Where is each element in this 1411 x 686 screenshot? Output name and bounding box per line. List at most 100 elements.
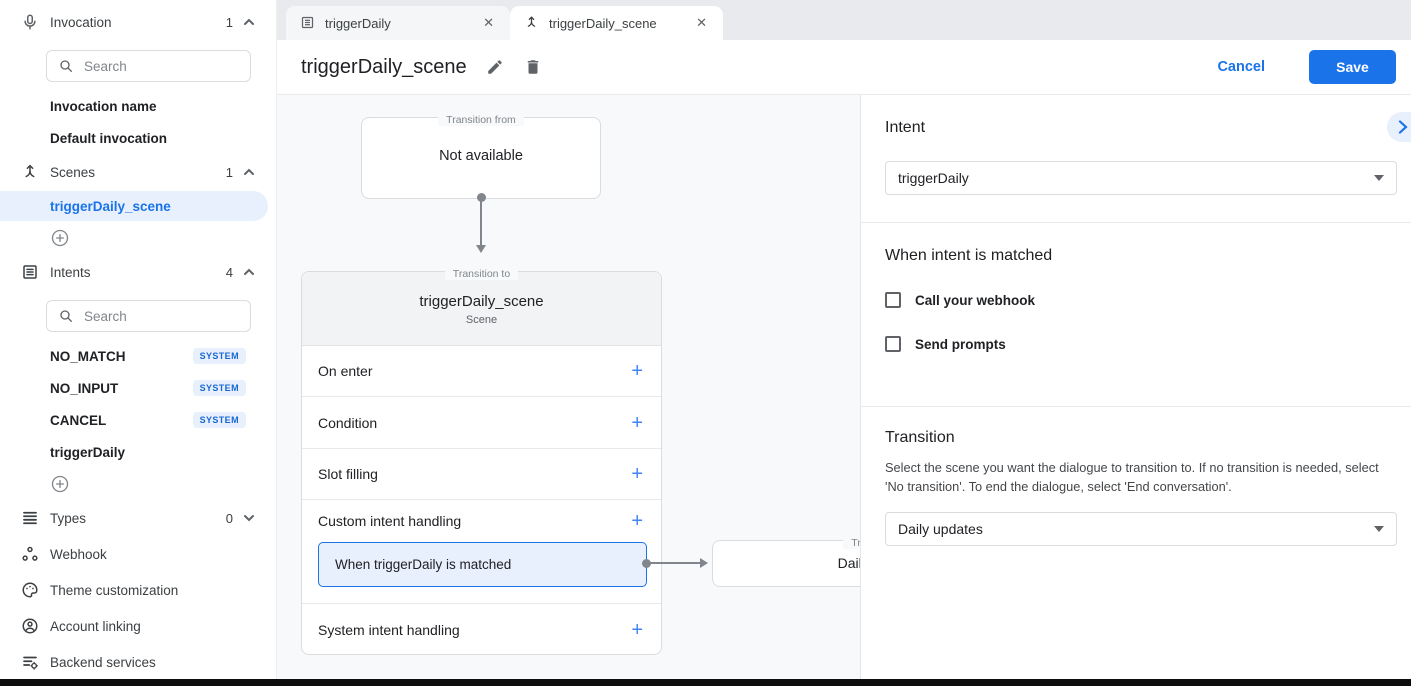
- add-custom-intent-button[interactable]: +: [631, 510, 643, 532]
- node-legend: Transition from: [362, 110, 600, 128]
- section-label: Types: [50, 510, 87, 526]
- scene-row-condition: Condition +: [302, 397, 661, 449]
- add-scene-button[interactable]: [50, 228, 70, 248]
- scene-editor-header: triggerDaily_scene Cancel Save: [277, 40, 1411, 95]
- intents-document-icon: [20, 262, 40, 282]
- transition-section-heading: Transition: [885, 429, 955, 446]
- save-button[interactable]: Save: [1309, 50, 1396, 84]
- edit-pencil-icon[interactable]: [485, 57, 505, 77]
- transition-from-value: Not available: [439, 148, 523, 164]
- sidebar-section-intents[interactable]: Intents 4: [0, 256, 277, 288]
- palette-icon: [20, 580, 40, 600]
- section-count: 1: [225, 164, 233, 180]
- delete-trash-icon[interactable]: [523, 57, 543, 77]
- close-icon[interactable]: ✕: [483, 15, 494, 30]
- intent-select[interactable]: triggerDaily: [885, 161, 1397, 195]
- scene-node-header[interactable]: triggerDaily_scene Scene: [302, 272, 661, 346]
- close-icon[interactable]: ✕: [696, 15, 707, 30]
- divider: [861, 222, 1411, 223]
- backend-services-icon: [20, 652, 40, 672]
- add-system-intent-button[interactable]: +: [631, 619, 643, 641]
- system-badge: SYSTEM: [192, 412, 246, 428]
- sidebar-item-no-input[interactable]: NO_INPUT SYSTEM: [0, 372, 277, 404]
- sidebar-item-invocation-name[interactable]: Invocation name: [50, 98, 157, 114]
- transition-select[interactable]: Daily updates: [885, 512, 1397, 546]
- connector-line-vertical: [480, 199, 482, 245]
- checkbox-unchecked-icon[interactable]: [885, 336, 901, 352]
- chevron-up-icon[interactable]: [243, 166, 255, 178]
- call-webhook-checkbox[interactable]: Call your webhook: [885, 289, 1035, 311]
- intent-section-heading: Intent: [885, 119, 926, 136]
- scene-row-system-intent-handling: System intent handling +: [318, 619, 643, 641]
- section-count: 0: [225, 510, 233, 526]
- sidebar-item-backend-services[interactable]: Backend services: [0, 646, 277, 678]
- dropdown-caret-icon: [1374, 526, 1384, 532]
- chevron-up-icon[interactable]: [243, 266, 255, 278]
- tab-triggerdaily-scene[interactable]: triggerDaily_scene ✕: [510, 6, 723, 40]
- arrowhead-down-icon: [476, 245, 486, 253]
- search-icon: [58, 58, 74, 74]
- cancel-button[interactable]: Cancel: [1217, 59, 1265, 75]
- node-legend: Transition to: [713, 533, 860, 551]
- sidebar-item-webhook[interactable]: Webhook: [0, 538, 277, 570]
- scene-node-subtitle: Scene: [465, 314, 498, 326]
- section-label: Intents: [50, 264, 91, 280]
- sidebar-item-account-linking[interactable]: Account linking: [0, 610, 277, 642]
- add-slot-filling-button[interactable]: +: [631, 463, 643, 485]
- add-condition-button[interactable]: +: [631, 411, 643, 434]
- transition-from-node[interactable]: Transition from Not available: [361, 114, 601, 199]
- selected-intent-handler[interactable]: When triggerDaily is matched: [318, 542, 647, 587]
- intents-search-input[interactable]: Search: [46, 300, 251, 332]
- scene-node: Transition to triggerDaily_scene Scene O…: [301, 268, 662, 655]
- scene-row-on-enter: On enter +: [302, 346, 661, 397]
- scene-row-slot-filling: Slot filling +: [302, 449, 661, 500]
- section-count: 1: [225, 14, 233, 30]
- webhook-icon: [20, 544, 40, 564]
- send-prompts-checkbox[interactable]: Send prompts: [885, 333, 1006, 355]
- chevron-down-icon[interactable]: [243, 512, 255, 524]
- collapse-panel-button[interactable]: [1387, 112, 1411, 142]
- search-icon: [58, 308, 74, 324]
- tab-label: triggerDaily: [325, 15, 391, 31]
- add-intent-button[interactable]: [50, 474, 70, 494]
- scene-flow-canvas: Transition from Not available Transition…: [277, 95, 860, 679]
- tab-bar: triggerDaily ✕ triggerDaily_scene ✕: [277, 0, 1411, 40]
- page-title: triggerDaily_scene: [301, 55, 467, 78]
- add-on-enter-button[interactable]: +: [631, 360, 643, 382]
- section-label: Scenes: [50, 164, 96, 180]
- connector-line-horizontal: [648, 562, 701, 564]
- matched-section-heading: When intent is matched: [885, 247, 1053, 264]
- intent-settings-panel: Intent triggerDaily When intent is match…: [860, 95, 1411, 679]
- dropdown-caret-icon: [1374, 175, 1384, 181]
- window-bottom-edge: [0, 679, 1411, 686]
- transition-select-value: Daily updates: [898, 521, 983, 537]
- checkbox-unchecked-icon[interactable]: [885, 292, 901, 308]
- chevron-right-icon: [1398, 120, 1408, 134]
- arrowhead-right-icon: [700, 558, 708, 568]
- transition-target-title: Daily updates: [837, 555, 860, 571]
- scene-fork-icon: [20, 162, 40, 182]
- sidebar-item-no-match[interactable]: NO_MATCH SYSTEM: [0, 340, 277, 372]
- chevron-up-icon[interactable]: [243, 16, 255, 28]
- sidebar-item-default-invocation[interactable]: Default invocation: [50, 130, 168, 146]
- sidebar-section-scenes[interactable]: Scenes 1: [0, 156, 277, 188]
- intent-select-value: triggerDaily: [898, 170, 969, 186]
- scene-row-custom-intent-handling: Custom intent handling + When triggerDai…: [302, 500, 661, 604]
- sidebar-item-theme-customization[interactable]: Theme customization: [0, 574, 277, 606]
- sidebar-section-types[interactable]: Types 0: [0, 502, 277, 534]
- divider: [861, 406, 1411, 407]
- sidebar-item-triggerdaily-intent[interactable]: triggerDaily: [50, 444, 126, 460]
- system-badge: SYSTEM: [192, 380, 246, 396]
- section-label: Invocation: [50, 14, 112, 30]
- sidebar-section-invocation[interactable]: Invocation 1: [0, 6, 277, 38]
- account-person-icon: [20, 616, 40, 636]
- search-placeholder: Search: [84, 308, 127, 324]
- connector-dot: [477, 193, 486, 202]
- sidebar-item-cancel-intent[interactable]: CANCEL SYSTEM: [0, 404, 277, 436]
- transition-target-node[interactable]: Transition to Daily updates: [712, 537, 860, 587]
- tab-triggerdaily[interactable]: triggerDaily ✕: [286, 6, 510, 40]
- connector-dot: [642, 559, 651, 568]
- microphone-icon: [20, 12, 40, 32]
- invocation-search-input[interactable]: Search: [46, 50, 251, 82]
- sidebar-item-triggerdaily-scene[interactable]: triggerDaily_scene: [0, 191, 268, 221]
